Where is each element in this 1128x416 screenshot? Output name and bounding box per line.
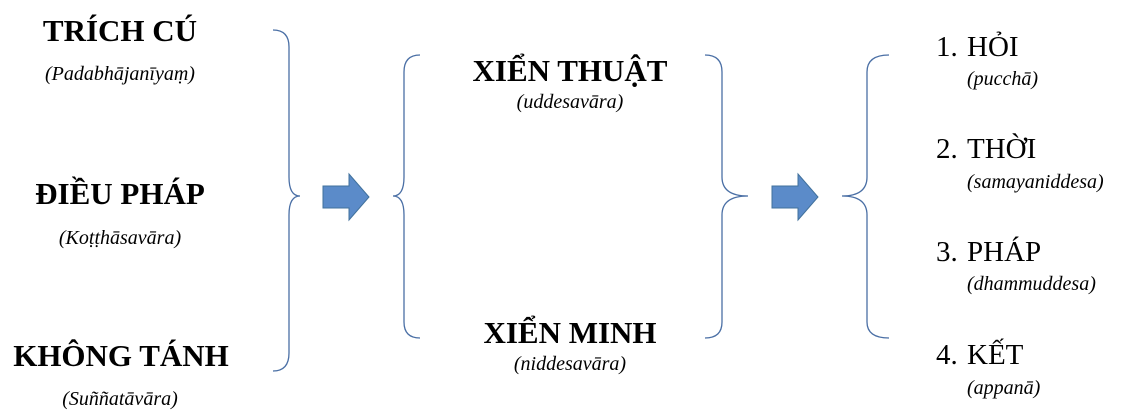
left-term-trich-cu: TRÍCH CÚ xyxy=(42,13,198,48)
middle-opening-brace xyxy=(392,54,421,339)
left-term-dieu-phap: ĐIỀU PHÁP xyxy=(35,176,205,211)
right-number-3: 3. xyxy=(936,236,958,268)
right-pali-samayaniddesa: (samayaniddesa) xyxy=(967,171,1104,193)
right-number-1: 1. xyxy=(936,31,958,63)
right-pali-appana: (appanā) xyxy=(967,377,1041,399)
right-term-phap: PHÁP xyxy=(967,236,1042,268)
middle-pali-uddesavara: (uddesavāra) xyxy=(516,91,624,113)
right-pali-puccha: (pucchā) xyxy=(967,68,1039,90)
arrow-right-icon-1 xyxy=(322,172,370,222)
middle-term-xien-thuat: XIỂN THUẬT xyxy=(472,53,668,88)
middle-closing-brace xyxy=(704,54,749,339)
right-number-4: 4. xyxy=(936,339,958,371)
right-term-hoi: HỎI xyxy=(967,31,1019,63)
middle-pali-niddesavara: (niddesavāra) xyxy=(513,353,627,375)
left-pali-kotthasavara: (Koṭṭhāsavāra) xyxy=(58,227,182,249)
left-pali-padabhajaniyam: (Padabhājanīyaṃ) xyxy=(45,63,195,85)
right-opening-brace xyxy=(841,54,890,339)
left-closing-brace xyxy=(272,29,301,372)
right-term-ket: KẾT xyxy=(967,339,1024,371)
left-term-khong-tanh: KHÔNG TÁNH xyxy=(13,338,229,373)
right-number-2: 2. xyxy=(936,133,958,165)
left-pali-sunnatavara: (Suññatāvāra) xyxy=(62,388,178,410)
right-pali-dhammuddesa: (dhammuddesa) xyxy=(967,273,1096,295)
middle-term-xien-minh: XIỂN MINH xyxy=(483,315,657,350)
arrow-right-icon-2 xyxy=(771,172,819,222)
right-term-thoi: THỜI xyxy=(967,133,1037,165)
